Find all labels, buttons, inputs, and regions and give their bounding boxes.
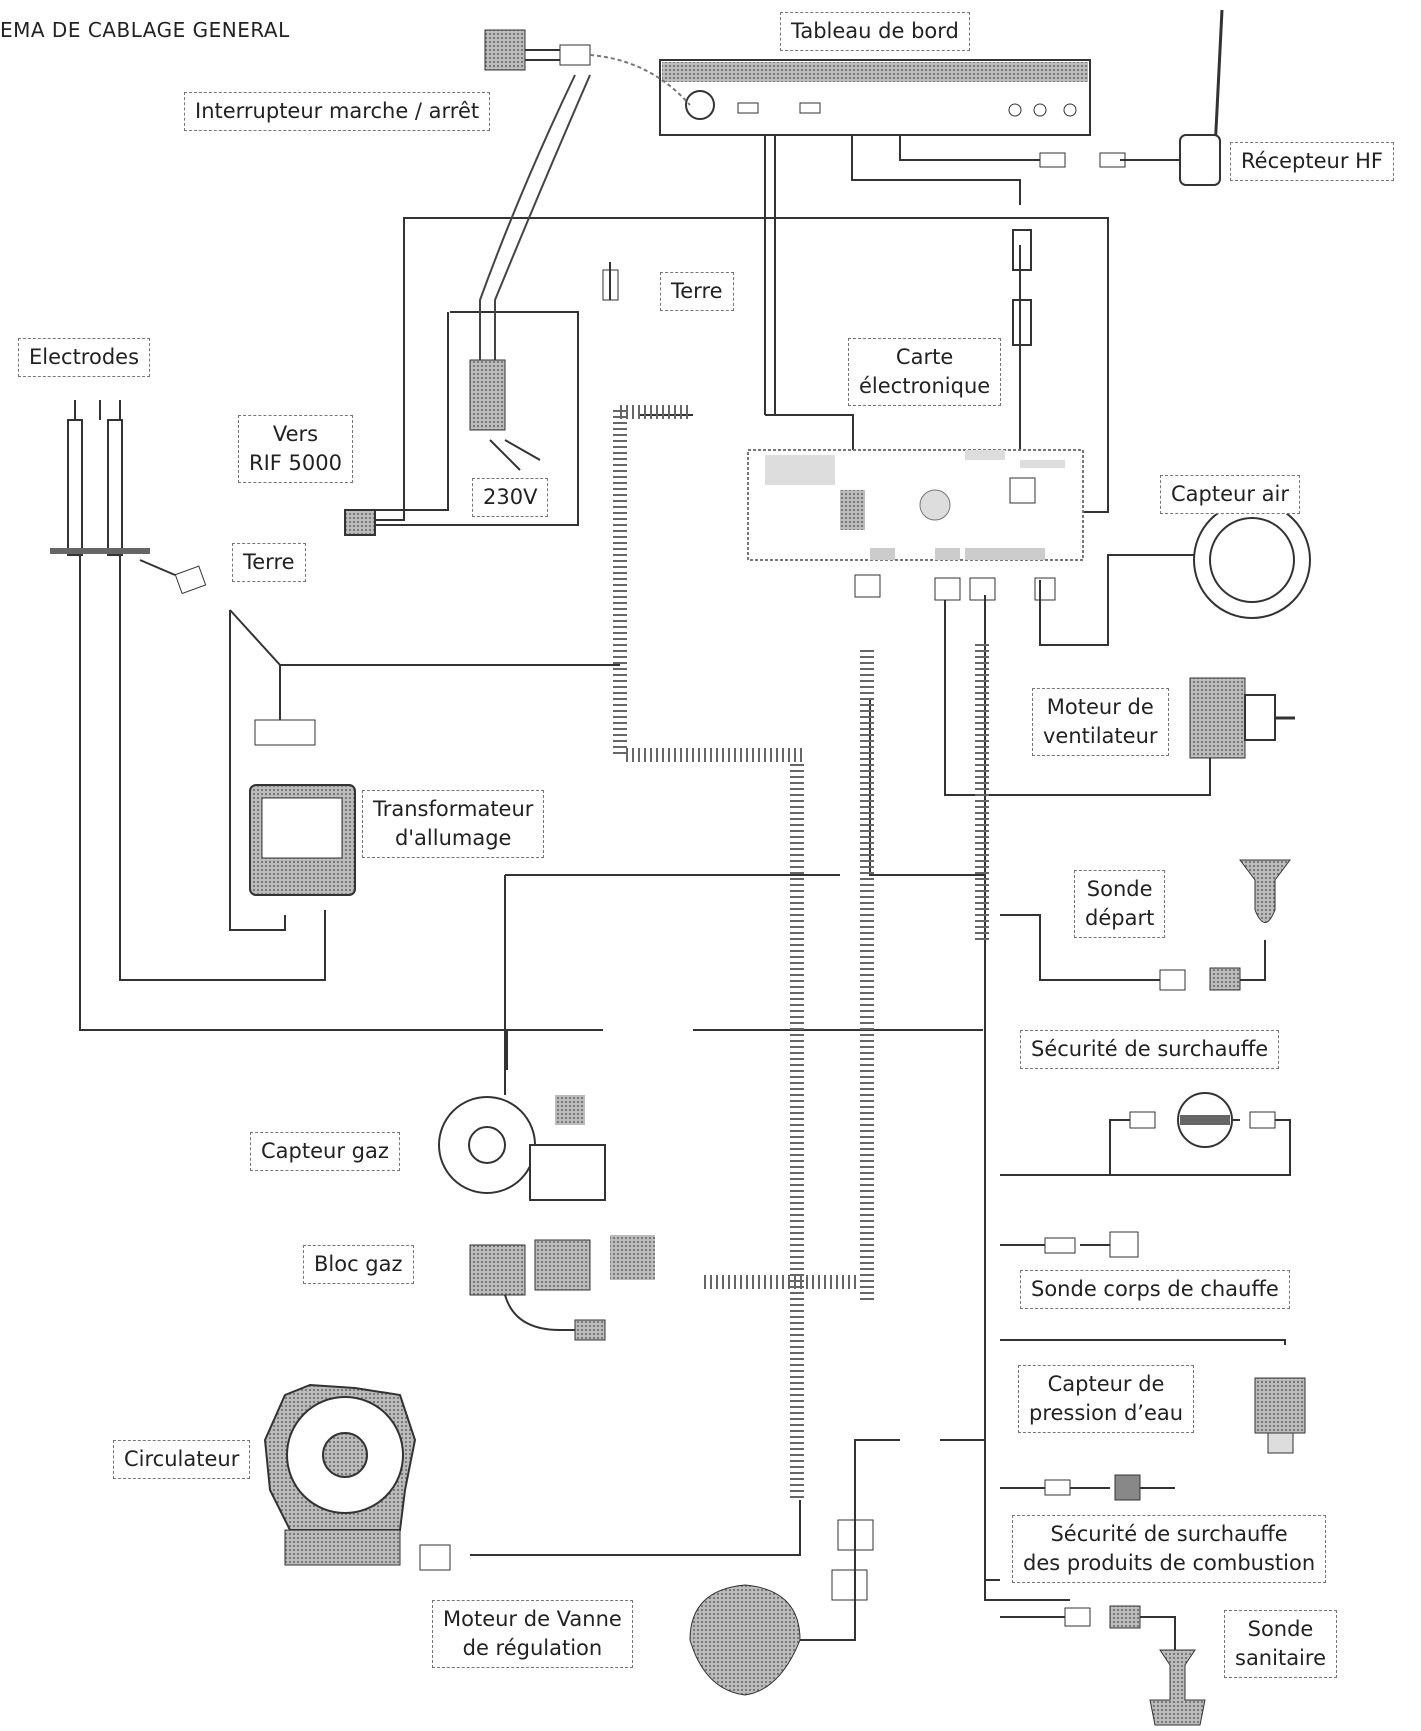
- label-sonde-depart: Sonde départ: [1074, 870, 1166, 938]
- label-capteur-gaz: Capteur gaz: [250, 1132, 400, 1171]
- label-tableau-de-bord: Tableau de bord: [780, 12, 970, 51]
- sonde-sanitaire-device: [1064, 1605, 1206, 1726]
- moteur-ventilateur-device: [1189, 677, 1295, 759]
- recepteur-hf-device: [1039, 9, 1224, 186]
- sonde-corps-device: [1044, 1231, 1139, 1258]
- capteur-pression-device: [1254, 1377, 1306, 1454]
- electrodes-device: [50, 400, 207, 595]
- sonde-depart-device: [1159, 859, 1291, 991]
- label-capteur-pression: Capteur de pression d’eau: [1018, 1365, 1195, 1433]
- coiled-harnesses: [613, 405, 989, 1500]
- label-terre-top: Terre: [660, 272, 734, 311]
- label-sonde-corps: Sonde corps de chauffe: [1020, 1270, 1290, 1309]
- securite-combustion-device: [1044, 1474, 1175, 1501]
- transformateur-device: [249, 719, 356, 896]
- label-capteur-air: Capteur air: [1160, 475, 1300, 514]
- plug-230v: [469, 359, 541, 471]
- carte-electronique-board: [747, 449, 1084, 601]
- tableau-de-bord-panel: [659, 59, 1091, 136]
- securite-surchauffe-device: [1129, 1092, 1276, 1148]
- label-recepteur-hf: Récepteur HF: [1230, 142, 1395, 181]
- label-securite-surchauffe: Sécurité de surchauffe: [1020, 1030, 1280, 1069]
- moteur-vanne-device: [689, 1519, 874, 1696]
- diagram-title: EMA DE CABLAGE GENERAL: [0, 18, 290, 42]
- label-bloc-gaz: Bloc gaz: [303, 1245, 414, 1284]
- label-vers-rif: Vers RIF 5000: [238, 415, 353, 483]
- label-sonde-sanitaire: Sonde sanitaire: [1224, 1610, 1337, 1678]
- label-terre-left: Terre: [232, 543, 306, 582]
- capteur-air-device: [1193, 501, 1311, 619]
- label-230v: 230V: [472, 478, 549, 517]
- relay-connectors: [344, 229, 1032, 536]
- label-transformateur: Transformateur d'allumage: [362, 790, 545, 858]
- label-electrodes: Electrodes: [18, 338, 151, 377]
- label-moteur-ventilateur: Moteur de ventilateur: [1032, 688, 1169, 756]
- bloc-gaz-device: [438, 1095, 655, 1341]
- label-circulateur: Circulateur: [113, 1440, 251, 1479]
- circulateur-device: [263, 1383, 451, 1571]
- label-interrupteur: Interrupteur marche / arrêt: [184, 92, 491, 131]
- terre-connector: [602, 269, 619, 301]
- label-securite-combustion: Sécurité de surchauffe des produits de c…: [1012, 1515, 1327, 1583]
- switch-plug: [479, 29, 691, 360]
- label-moteur-vanne: Moteur de Vanne de régulation: [432, 1600, 633, 1668]
- label-carte-electronique: Carte électronique: [848, 338, 1002, 406]
